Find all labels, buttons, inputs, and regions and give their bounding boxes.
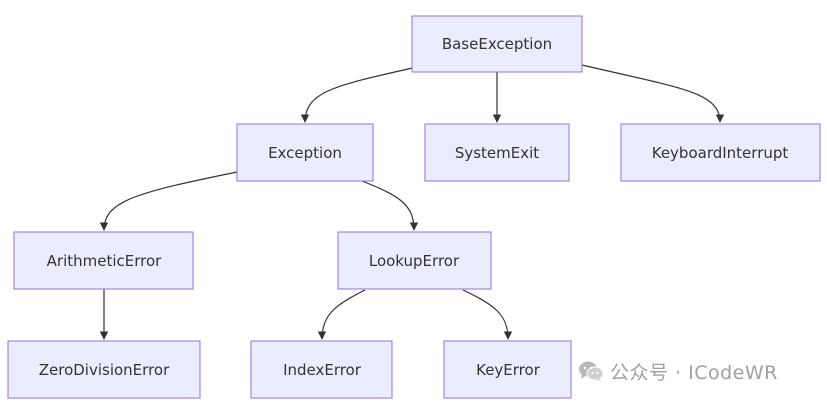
node-lookuperror: LookupError xyxy=(337,231,492,290)
edge-baseexception-keyboardinterrupt xyxy=(581,64,725,123)
edge-baseexception-exception xyxy=(300,67,413,123)
wechat-icon xyxy=(579,361,604,382)
node-indexerror: IndexError xyxy=(250,340,393,399)
node-label: BaseException xyxy=(442,35,552,53)
node-label: LookupError xyxy=(369,252,460,270)
edge-lookuperror-keyerror xyxy=(462,289,513,340)
node-exception: Exception xyxy=(236,123,374,182)
node-keyerror: KeyError xyxy=(443,340,572,399)
node-label: KeyboardInterrupt xyxy=(652,144,789,162)
node-label: Exception xyxy=(268,144,342,162)
node-systemexit: SystemExit xyxy=(424,123,570,182)
node-keyboardinterrupt: KeyboardInterrupt xyxy=(620,123,821,182)
watermark-text: 公众号 · ICodeWR xyxy=(610,361,778,384)
node-zerodivisionerror: ZeroDivisionError xyxy=(7,340,201,399)
node-label: ArithmeticError xyxy=(47,252,163,270)
edge-exception-arithmeticerror xyxy=(99,171,238,231)
node-label: KeyError xyxy=(476,361,541,379)
node-arithmeticerror: ArithmeticError xyxy=(13,231,194,290)
node-label: IndexError xyxy=(283,361,362,379)
watermark: 公众号 · ICodeWR xyxy=(578,356,778,386)
node-baseexception: BaseException xyxy=(411,15,583,73)
edge-lookuperror-indexerror xyxy=(317,289,366,340)
node-label: SystemExit xyxy=(455,144,539,162)
edge-exception-lookuperror xyxy=(361,180,419,231)
node-label: ZeroDivisionError xyxy=(39,361,170,379)
